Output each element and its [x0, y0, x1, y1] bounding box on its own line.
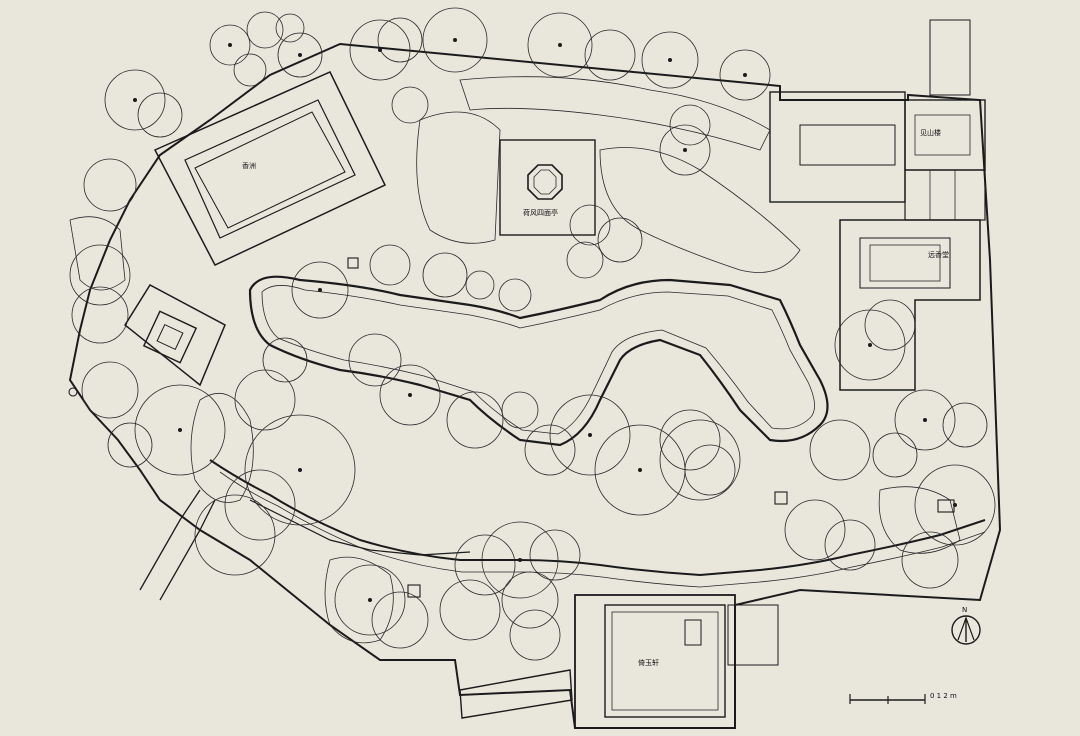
west-square-pavilion — [124, 284, 226, 387]
west-approach-path — [139, 489, 216, 601]
upper-pond-inner-edge — [261, 285, 815, 435]
upper-pond — [248, 275, 829, 447]
tree-trunk-marks — [133, 38, 957, 602]
outer-boundary-wall — [68, 42, 1002, 729]
north-arrow: N — [951, 606, 981, 645]
pavilion-label: 荷风四面亭 — [523, 208, 558, 217]
pavilion-label: 倚玉轩 — [638, 658, 659, 667]
bottom-left-steps — [459, 669, 573, 719]
rockery-masses — [69, 76, 961, 644]
small-structures — [68, 257, 955, 598]
octagon-pavilion-court — [499, 139, 596, 236]
main-hall-northwest — [153, 71, 387, 266]
pavilion-label: 远香堂 — [928, 250, 949, 259]
pavilion-label: 香洲 — [242, 161, 256, 170]
covered-corridor — [249, 499, 471, 556]
northeast-court — [769, 19, 986, 221]
scale-bar-label: 0 1 2 m — [930, 692, 957, 700]
scale-bar: 0 1 2 m — [849, 692, 957, 704]
east-hall — [839, 219, 981, 391]
north-arrow-label: N — [962, 606, 967, 614]
south-hall — [574, 594, 779, 729]
lower-stream — [209, 459, 986, 577]
pavilion-label: 见山楼 — [920, 128, 941, 137]
tree-canopies — [69, 7, 996, 661]
